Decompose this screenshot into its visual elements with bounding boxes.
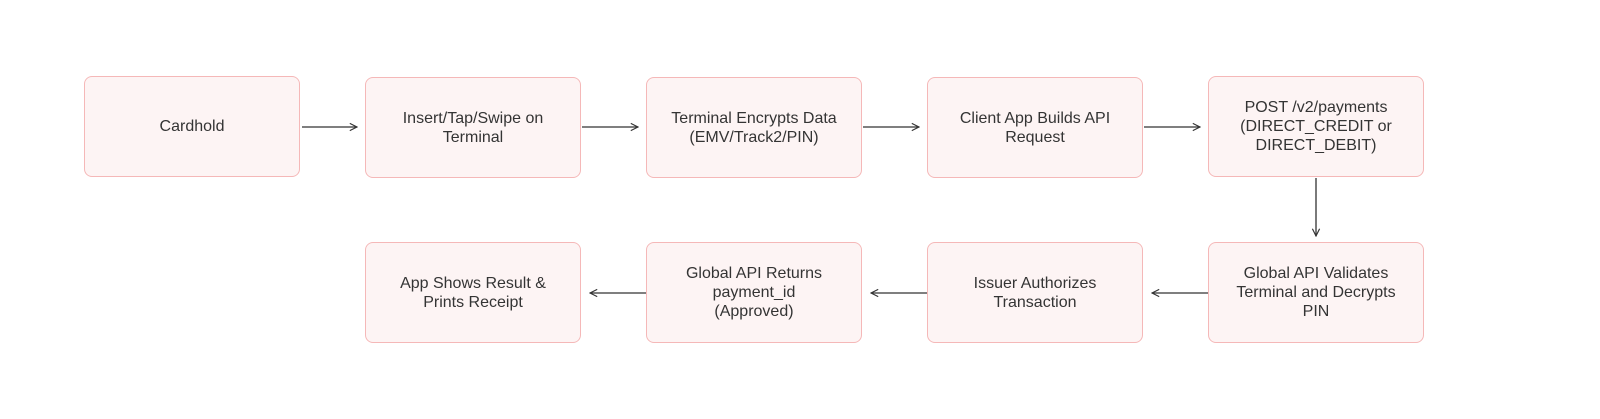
node-global-api-returns: Global API Returns payment_id (Approved) xyxy=(646,242,862,343)
node-label: Global API Returns payment_id (Approved) xyxy=(685,265,823,320)
node-label: App Shows Result & Prints Receipt xyxy=(400,274,546,311)
node-label: Terminal Encrypts Data (EMV/Track2/PIN) xyxy=(671,109,837,146)
node-cardhold: Cardhold xyxy=(84,76,300,177)
node-insert-tap-swipe: Insert/Tap/Swipe on Terminal xyxy=(365,77,581,178)
node-label: Global API Validates Terminal and Decryp… xyxy=(1236,265,1396,320)
node-label: Cardhold xyxy=(159,118,225,135)
node-label: Issuer Authorizes Transaction xyxy=(973,274,1097,311)
node-app-shows-result: App Shows Result & Prints Receipt xyxy=(365,242,581,343)
node-label: Insert/Tap/Swipe on Terminal xyxy=(402,109,544,146)
node-client-app-builds: Client App Builds API Request xyxy=(927,77,1143,178)
node-label: POST /v2/payments (DIRECT_CREDIT or DIRE… xyxy=(1240,99,1392,154)
node-label: Client App Builds API Request xyxy=(959,109,1111,146)
node-issuer-authorizes: Issuer Authorizes Transaction xyxy=(927,242,1143,343)
node-post-payments: POST /v2/payments (DIRECT_CREDIT or DIRE… xyxy=(1208,76,1424,177)
node-terminal-encrypts: Terminal Encrypts Data (EMV/Track2/PIN) xyxy=(646,77,862,178)
node-global-api-validates: Global API Validates Terminal and Decryp… xyxy=(1208,242,1424,343)
